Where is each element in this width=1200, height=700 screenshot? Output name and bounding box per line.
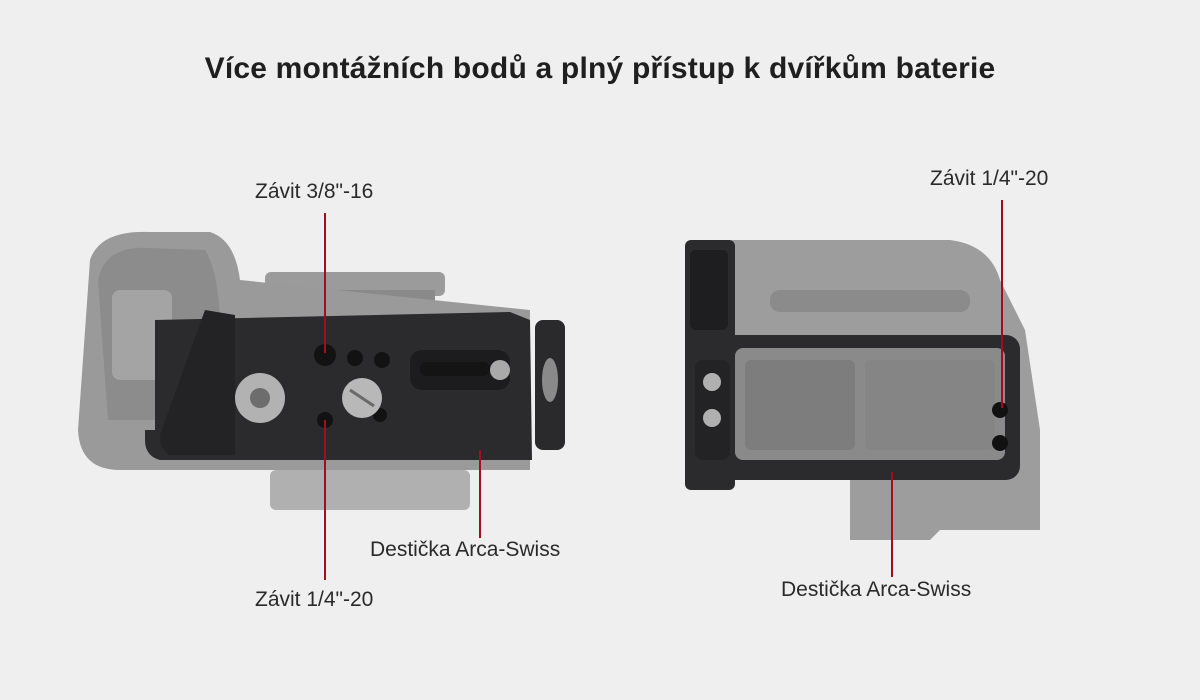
hole-1-4-20 [992, 402, 1008, 418]
right-leader-top [1001, 200, 1003, 408]
hex-screw [703, 373, 721, 391]
left-label-3-8-16: Závit 3/8"-16 [255, 180, 374, 203]
left-leader-bottom [324, 420, 326, 580]
mounting-hole [374, 352, 390, 368]
top-dial [770, 290, 970, 312]
right-leader-plate [891, 472, 893, 577]
hole-3-8-16 [314, 344, 336, 366]
camera-side-view-right [685, 240, 1040, 540]
left-label-1-4-20: Závit 1/4"-20 [255, 588, 374, 611]
arca-swiss-plate [145, 312, 532, 460]
left-label-arca-swiss: Destička Arca-Swiss [370, 538, 561, 561]
camera-foot [270, 470, 470, 510]
left-leader-top [324, 213, 326, 353]
slot-screw [490, 360, 510, 380]
hex-screw [703, 409, 721, 427]
left-leader-plate [479, 450, 481, 538]
right-label-1-4-20: Závit 1/4"-20 [930, 167, 1049, 190]
right-label-arca-swiss: Destička Arca-Swiss [781, 578, 972, 601]
mounting-hole [347, 350, 363, 366]
mounting-hole [992, 435, 1008, 451]
camera-bottom-view-left [78, 231, 565, 510]
page-title: Více montážních bodů a plný přístup k dv… [204, 52, 996, 85]
